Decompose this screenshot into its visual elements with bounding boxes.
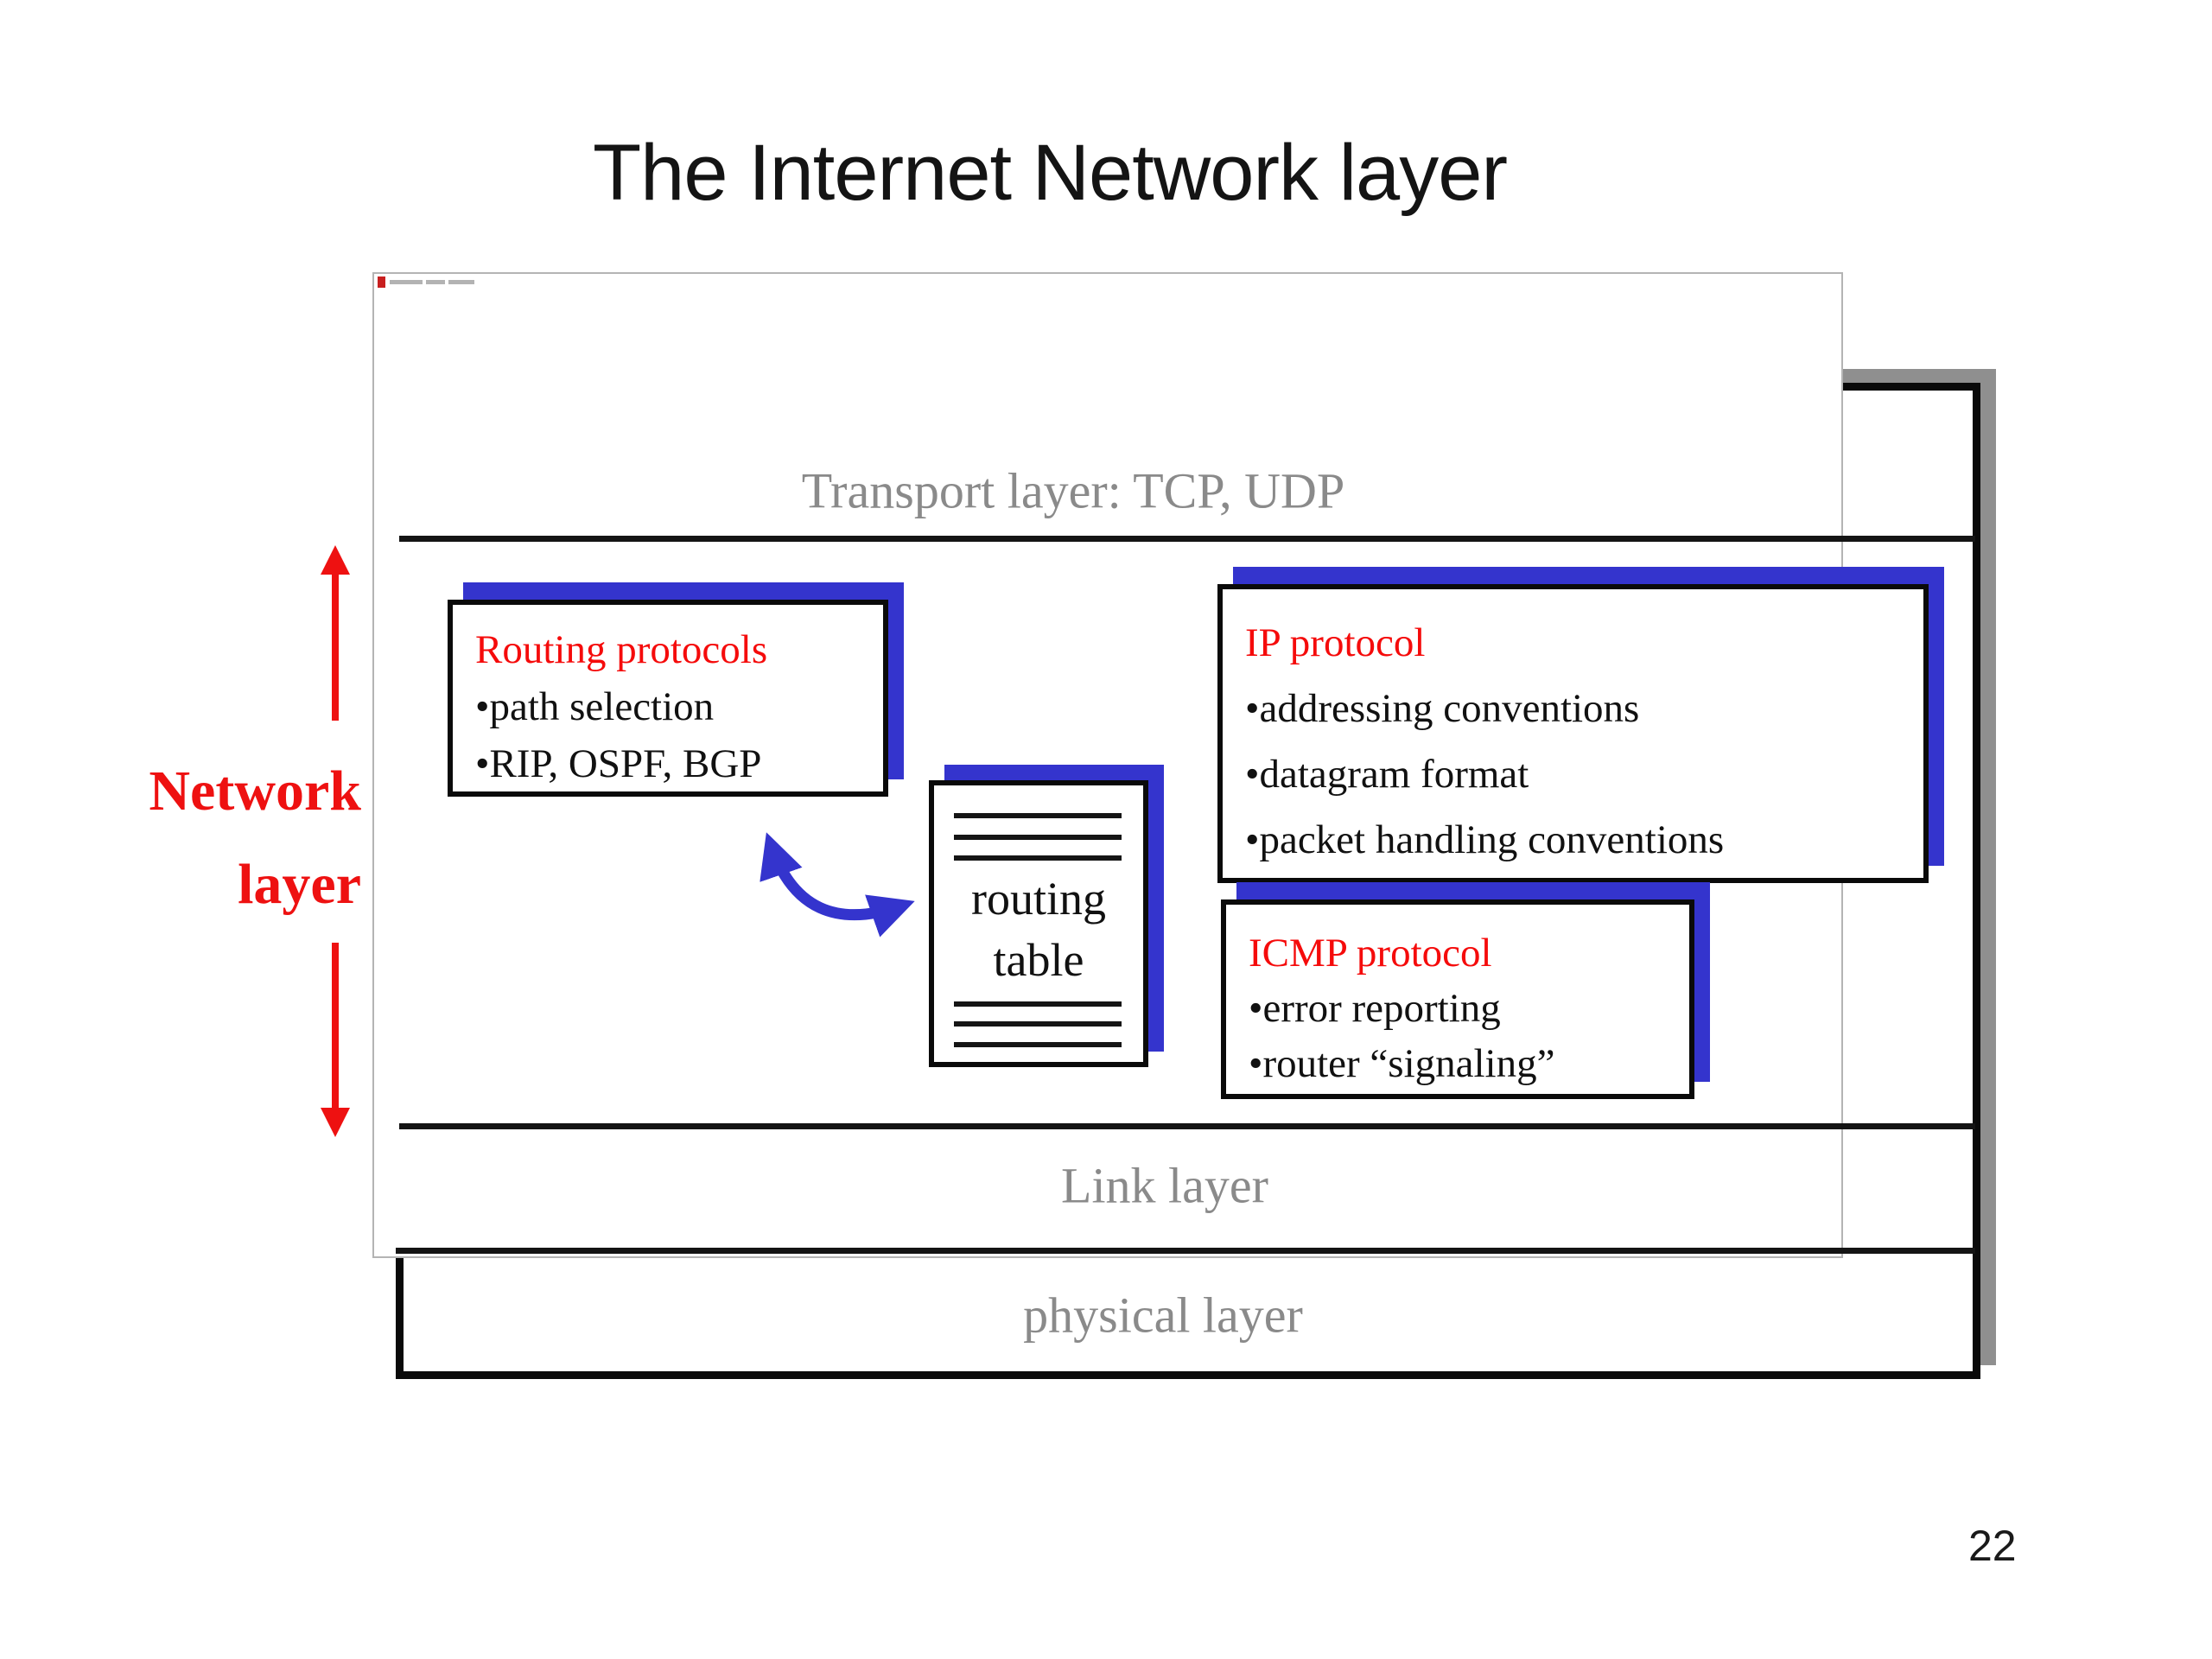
icmp-protocol-bullet: •error reporting <box>1249 986 1501 1031</box>
network-layer-label-line2: layer <box>238 853 361 916</box>
link-separator-line <box>399 1123 1975 1129</box>
ip-protocol-bullet: •datagram format <box>1245 752 1529 797</box>
ip-protocol-bullet: •packet handling conventions <box>1245 817 1725 862</box>
icmp-protocol-box: ICMP protocol •error reporting •router “… <box>1221 899 1694 1099</box>
routing-protocols-bullet: •path selection <box>475 684 715 729</box>
physical-layer-label: physical layer <box>1023 1287 1303 1344</box>
routing-table-box: routing table <box>929 780 1148 1067</box>
routing-to-table-arrow-icon <box>760 832 915 938</box>
page-title: The Internet Network layer <box>592 129 1508 217</box>
icmp-protocol-bullet: •router “signaling” <box>1249 1041 1555 1086</box>
network-layer-label-line1: Network <box>149 760 361 823</box>
ip-protocol-bullet: •addressing conventions <box>1245 686 1640 731</box>
link-layer-label: Link layer <box>1061 1157 1268 1214</box>
ip-protocol-title: IP protocol <box>1245 620 1426 665</box>
routing-protocols-title: Routing protocols <box>475 627 768 672</box>
network-layer-label: Network layer <box>78 745 361 931</box>
network-extent-up-arrow-icon <box>321 545 350 721</box>
physical-separator-line <box>396 1248 1975 1254</box>
network-extent-down-arrow-icon <box>321 943 350 1137</box>
page-number: 22 <box>1968 1522 2017 1570</box>
transport-separator-line <box>399 536 1975 542</box>
icmp-protocol-title: ICMP protocol <box>1249 931 1492 976</box>
routing-protocols-bullet: •RIP, OSPF, BGP <box>475 741 762 786</box>
routing-protocols-box: Routing protocols •path selection •RIP, … <box>448 600 888 797</box>
transport-layer-label: Transport layer: TCP, UDP <box>801 462 1345 519</box>
tiny-red-glyph-icon <box>378 276 385 288</box>
ip-protocol-box: IP protocol •addressing conventions •dat… <box>1217 584 1929 883</box>
tiny-corner-note <box>378 275 478 289</box>
routing-table-label: routing table <box>971 873 1106 986</box>
